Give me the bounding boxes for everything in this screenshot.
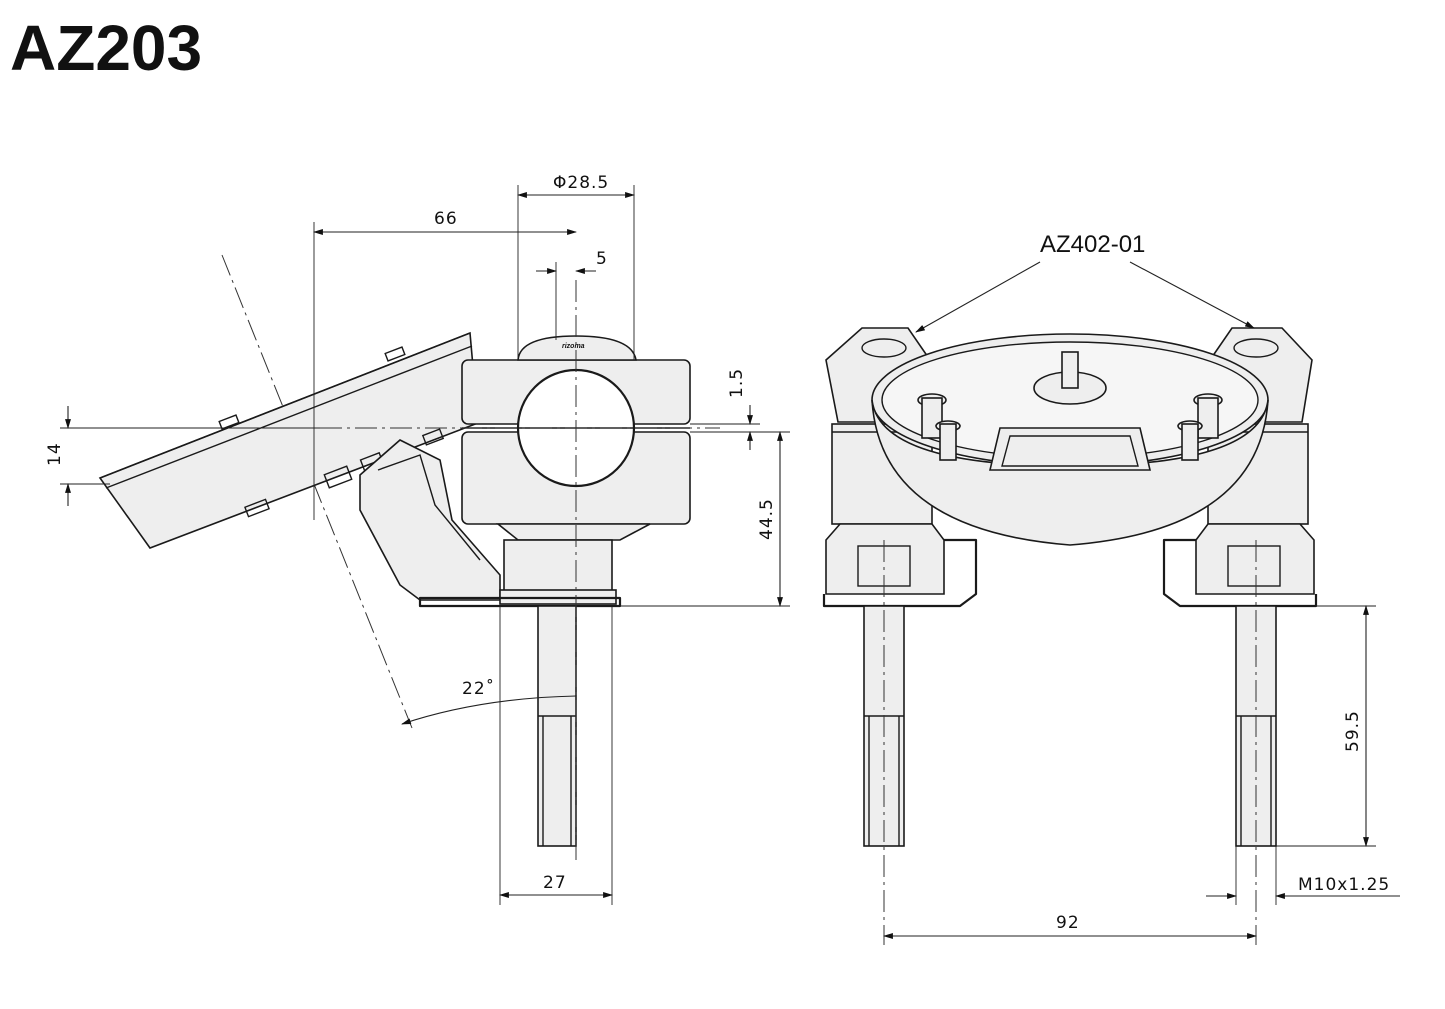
dim-gap-1-5: 1.5 <box>727 368 747 398</box>
dim-height-14: 14 <box>45 442 65 466</box>
bracket-arm <box>359 439 501 601</box>
dim-spacing: 92 <box>1056 913 1080 933</box>
mount-cup <box>871 333 1269 546</box>
dim-diameter: Φ28.5 <box>553 173 609 193</box>
dim-stud-27: 27 <box>543 873 567 893</box>
part-callout: AZ402-01 <box>1040 231 1145 258</box>
dim-angle: 22˚ <box>462 678 495 699</box>
side-view: rizoma Φ28.5 66 5 1.5 <box>45 173 790 905</box>
stud-left-view <box>537 605 577 847</box>
dim-offset-5: 5 <box>596 249 608 269</box>
logo: rizoma <box>562 343 585 350</box>
tilt-centerline <box>221 254 413 729</box>
studs-front-view <box>863 605 1277 847</box>
left-post <box>822 327 978 608</box>
page-title: AZ203 <box>10 12 202 84</box>
front-view: AZ402-01 59.5 M10x1.25 92 <box>822 231 1400 945</box>
dim-width-66: 66 <box>434 209 458 229</box>
dim-height-44-5: 44.5 <box>757 498 777 540</box>
dim-stud-length: 59.5 <box>1343 710 1363 752</box>
dim-thread: M10x1.25 <box>1298 875 1390 895</box>
